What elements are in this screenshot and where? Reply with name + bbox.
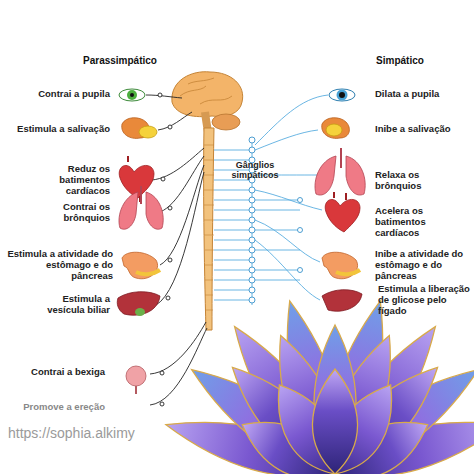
- effect-label: Estimula a liberação de glicose pelo fíg…: [378, 284, 470, 317]
- lotus-flower: [161, 296, 474, 474]
- effect-label: Reduz os batimentos cardíacos: [48, 164, 110, 197]
- right-organs: [315, 89, 365, 311]
- effect-label: Contrai os brônquios: [40, 202, 110, 224]
- effect-label: Contrai a pupila: [5, 89, 110, 100]
- effect-label: Relaxa os brônquios: [375, 170, 450, 192]
- effect-label: Estimula a atividade do estômago e do pâ…: [5, 249, 113, 282]
- effect-label: Contrai a bexiga: [5, 367, 105, 378]
- sympathetic-nerves: [214, 95, 328, 305]
- left-organs: [117, 89, 163, 394]
- effect-label: Promove a ereção: [5, 402, 105, 413]
- heading-text: Parassimpático: [70, 55, 170, 67]
- parasympathetic-nerves: [146, 93, 207, 406]
- effect-label: Acelera os batimentos cardíacos: [375, 206, 472, 239]
- effect-label: Estimula a vesícula biliar: [40, 294, 110, 316]
- effect-label: Estimula a salivação: [5, 124, 110, 135]
- heading-text: Simpático: [350, 55, 450, 67]
- ganglia-label: Gânglios simpáticos: [226, 160, 284, 181]
- spinal-cord: [204, 128, 214, 330]
- watermark-url: https://sophia.alkimy: [8, 425, 228, 441]
- effect-label: Inibe a atividade do estômago e do pâncr…: [375, 249, 472, 282]
- brain: [172, 72, 243, 132]
- effect-label: Inibe a salivação: [375, 124, 472, 135]
- effect-label: Dilata a pupila: [375, 89, 472, 100]
